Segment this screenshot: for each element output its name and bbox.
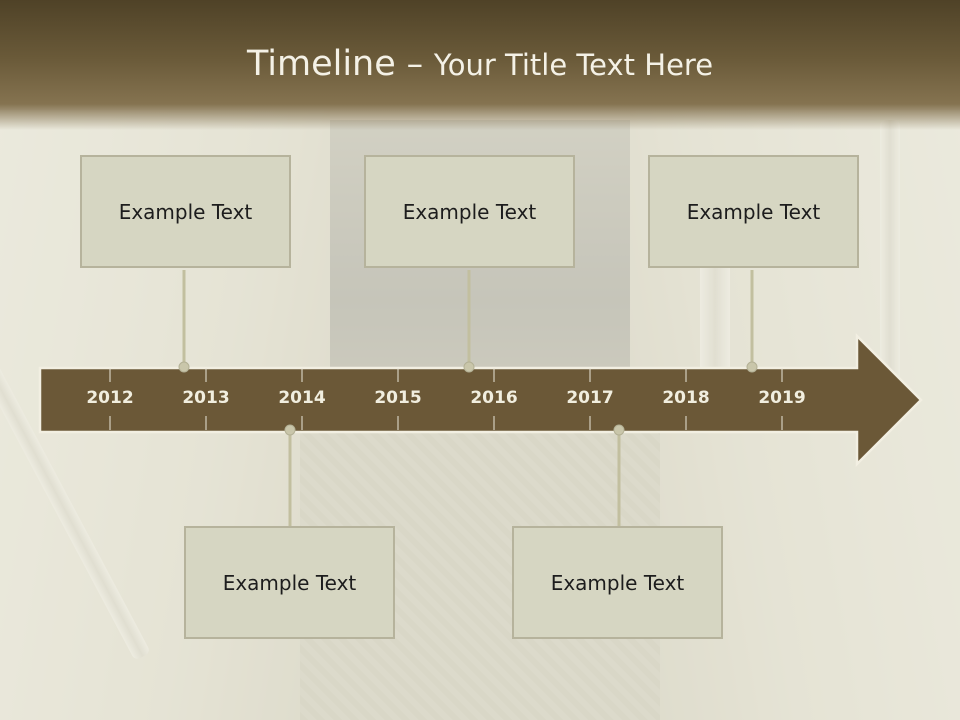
event-connector-dot [746, 361, 758, 373]
event-text: Example Text [686, 199, 821, 224]
event-box-above-2: Example Text [364, 155, 575, 268]
year-label: 2016 [470, 388, 517, 408]
title-main: Timeline [246, 44, 396, 84]
title-separator: – [406, 44, 424, 83]
title-rest: Your Title Text Here [433, 48, 714, 82]
event-text: Example Text [118, 199, 253, 224]
year-label: 2012 [86, 388, 133, 408]
event-connector-dot [463, 361, 475, 373]
year-label: 2013 [182, 388, 229, 408]
event-box-below-1: Example Text [184, 526, 395, 639]
year-label: 2018 [662, 388, 709, 408]
header-band: Timeline – Your Title Text Here [0, 0, 960, 130]
year-label: 2014 [278, 388, 325, 408]
timeline-years: 2012 2013 2014 2015 2016 2017 2018 2019 [86, 388, 805, 408]
slide-title: Timeline – Your Title Text Here [0, 44, 960, 84]
event-text: Example Text [402, 199, 537, 224]
event-text: Example Text [550, 570, 685, 595]
event-box-above-1: Example Text [80, 155, 291, 268]
timeline-ticks [109, 368, 783, 430]
event-connector-dot [613, 424, 625, 436]
event-connector-dot [178, 361, 190, 373]
event-connector-dot [284, 424, 296, 436]
timeline-arrow [38, 332, 923, 468]
event-box-below-2: Example Text [512, 526, 723, 639]
year-label: 2015 [374, 388, 421, 408]
event-text: Example Text [222, 570, 357, 595]
event-box-above-3: Example Text [648, 155, 859, 268]
year-label: 2017 [566, 388, 613, 408]
timeline-connectors [178, 270, 758, 526]
year-label: 2019 [758, 388, 805, 408]
